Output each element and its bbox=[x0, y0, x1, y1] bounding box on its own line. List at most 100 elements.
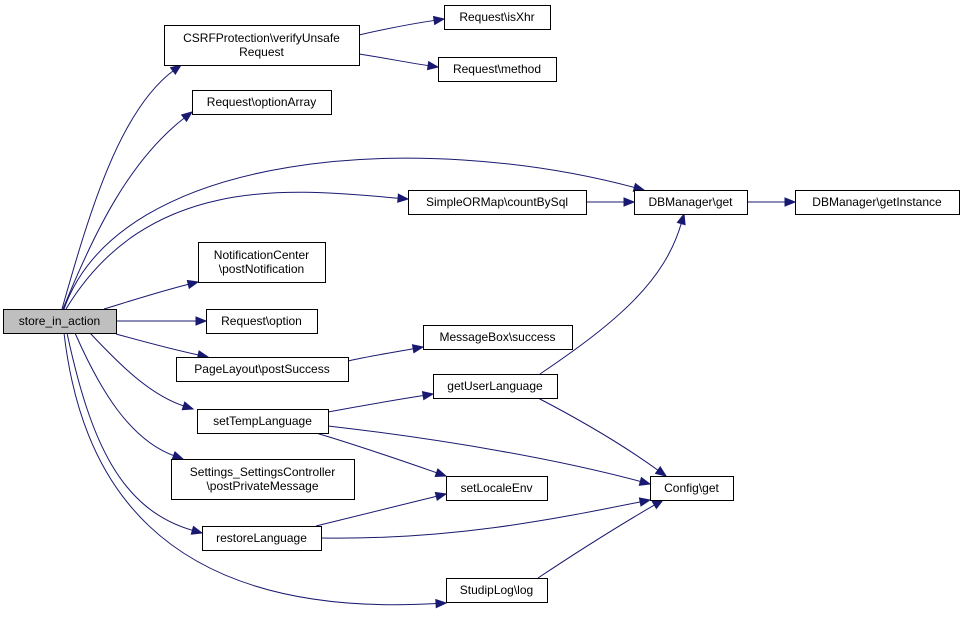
edge-n0-n5 bbox=[63, 157, 646, 310]
edge-line bbox=[65, 191, 400, 310]
node-box[interactable] bbox=[446, 476, 548, 501]
edge-line bbox=[315, 432, 438, 474]
node-n3[interactable]: Request\method bbox=[438, 57, 557, 82]
edge-n0-n1 bbox=[61, 64, 183, 310]
node-box[interactable] bbox=[408, 190, 587, 215]
node-n7[interactable]: SimpleORMap\countBySql bbox=[408, 190, 587, 215]
node-label: SimpleORMap\countBySql bbox=[426, 195, 568, 209]
node-n14[interactable]: Config\get bbox=[650, 476, 734, 501]
arrow-head-icon bbox=[432, 15, 446, 26]
node-box[interactable] bbox=[634, 190, 748, 215]
node-label: DBManager\get bbox=[648, 195, 733, 209]
edge-line bbox=[537, 397, 659, 472]
root-node-box[interactable] bbox=[3, 309, 117, 334]
edge-n0-n8 bbox=[103, 279, 200, 310]
node-box[interactable] bbox=[197, 409, 329, 434]
node-box[interactable] bbox=[202, 526, 322, 551]
node-label: Request\option bbox=[221, 314, 302, 328]
arrow-head-icon bbox=[181, 401, 195, 411]
edges-layer bbox=[61, 15, 797, 609]
edge-n18-n14 bbox=[537, 499, 665, 579]
node-box[interactable] bbox=[438, 57, 557, 82]
edge-n0-n4 bbox=[62, 111, 194, 310]
node-label: PageLayout\postSuccess bbox=[194, 362, 329, 376]
node-n16[interactable]: Settings_SettingsController\postPrivateM… bbox=[171, 459, 355, 500]
edge-n13-n14 bbox=[537, 397, 668, 477]
node-n8[interactable]: NotificationCenter\postNotification bbox=[198, 242, 326, 283]
edge-line bbox=[327, 425, 642, 483]
node-n5[interactable]: DBManager\get bbox=[634, 190, 748, 215]
edge-line bbox=[315, 495, 438, 527]
node-label: \postPrivateMessage bbox=[206, 479, 318, 493]
node-box[interactable] bbox=[192, 90, 332, 115]
edge-line bbox=[115, 333, 200, 356]
edge-n0-n7 bbox=[65, 191, 410, 310]
node-label: NotificationCenter bbox=[214, 248, 309, 262]
node-box[interactable] bbox=[423, 325, 573, 350]
node-box[interactable] bbox=[433, 374, 558, 399]
arrow-head-icon bbox=[426, 60, 440, 71]
node-box[interactable] bbox=[164, 25, 360, 66]
arrow-head-icon bbox=[651, 499, 665, 510]
node-box[interactable] bbox=[444, 5, 551, 30]
node-box[interactable] bbox=[206, 309, 318, 334]
arrow-head-icon bbox=[411, 344, 425, 354]
edge-n12-n13 bbox=[327, 390, 435, 413]
arrow-head-icon bbox=[623, 197, 636, 207]
edge-line bbox=[358, 19, 436, 36]
node-n15[interactable]: setLocaleEnv bbox=[446, 476, 548, 501]
arrow-head-icon bbox=[195, 316, 208, 326]
arrow-head-icon bbox=[654, 466, 668, 477]
node-n9[interactable]: Request\option bbox=[206, 309, 318, 334]
node-label: StudipLog\log bbox=[460, 583, 533, 597]
arrow-head-icon bbox=[434, 468, 448, 478]
node-box[interactable] bbox=[795, 190, 960, 215]
arrow-head-icon bbox=[435, 598, 448, 609]
arrow-head-icon bbox=[171, 450, 185, 460]
node-label: \postNotification bbox=[219, 262, 304, 276]
arrow-head-icon bbox=[434, 491, 448, 502]
edge-line bbox=[89, 332, 185, 407]
edge-n1-n3 bbox=[358, 53, 440, 71]
node-box[interactable] bbox=[650, 476, 734, 501]
edge-n5-n6 bbox=[746, 197, 797, 207]
node-n0[interactable]: store_in_action bbox=[3, 309, 117, 334]
edge-line bbox=[320, 501, 642, 539]
node-n2[interactable]: Request\isXhr bbox=[444, 5, 551, 30]
node-box[interactable] bbox=[198, 242, 326, 283]
node-n12[interactable]: setTempLanguage bbox=[197, 409, 329, 434]
node-n4[interactable]: Request\optionArray bbox=[192, 90, 332, 115]
edge-n1-n2 bbox=[358, 15, 446, 36]
arrow-head-icon bbox=[190, 525, 204, 535]
node-box[interactable] bbox=[171, 459, 355, 500]
edge-n0-n12 bbox=[89, 332, 195, 411]
node-label: DBManager\getInstance bbox=[812, 195, 942, 209]
node-box[interactable] bbox=[176, 357, 349, 382]
arrow-head-icon bbox=[784, 197, 797, 207]
arrow-head-icon bbox=[186, 279, 200, 290]
node-label: setTempLanguage bbox=[213, 414, 312, 428]
edge-line bbox=[103, 283, 190, 310]
node-n18[interactable]: StudipLog\log bbox=[446, 578, 548, 603]
edge-line bbox=[537, 504, 656, 579]
arrow-head-icon bbox=[421, 390, 435, 401]
nodes-layer: store_in_action CSRFProtection\verifyUnsa… bbox=[3, 5, 960, 603]
edge-n0-n17 bbox=[66, 332, 204, 535]
arrow-head-icon bbox=[676, 212, 686, 226]
node-n11[interactable]: MessageBox\success bbox=[423, 325, 573, 350]
node-box[interactable] bbox=[446, 578, 548, 603]
edge-n13-n5 bbox=[539, 212, 686, 375]
node-label: restoreLanguage bbox=[216, 531, 307, 545]
edge-n10-n11 bbox=[347, 344, 425, 362]
node-n13[interactable]: getUserLanguage bbox=[433, 374, 558, 399]
node-label: getUserLanguage bbox=[447, 379, 543, 393]
node-label: MessageBox\success bbox=[439, 330, 555, 344]
node-n6[interactable]: DBManager\getInstance bbox=[795, 190, 960, 215]
node-n17[interactable]: restoreLanguage bbox=[202, 526, 322, 551]
node-label: setLocaleEnv bbox=[460, 481, 532, 495]
edge-line bbox=[347, 348, 415, 362]
edge-line bbox=[61, 69, 175, 310]
node-n10[interactable]: PageLayout\postSuccess bbox=[176, 357, 349, 382]
